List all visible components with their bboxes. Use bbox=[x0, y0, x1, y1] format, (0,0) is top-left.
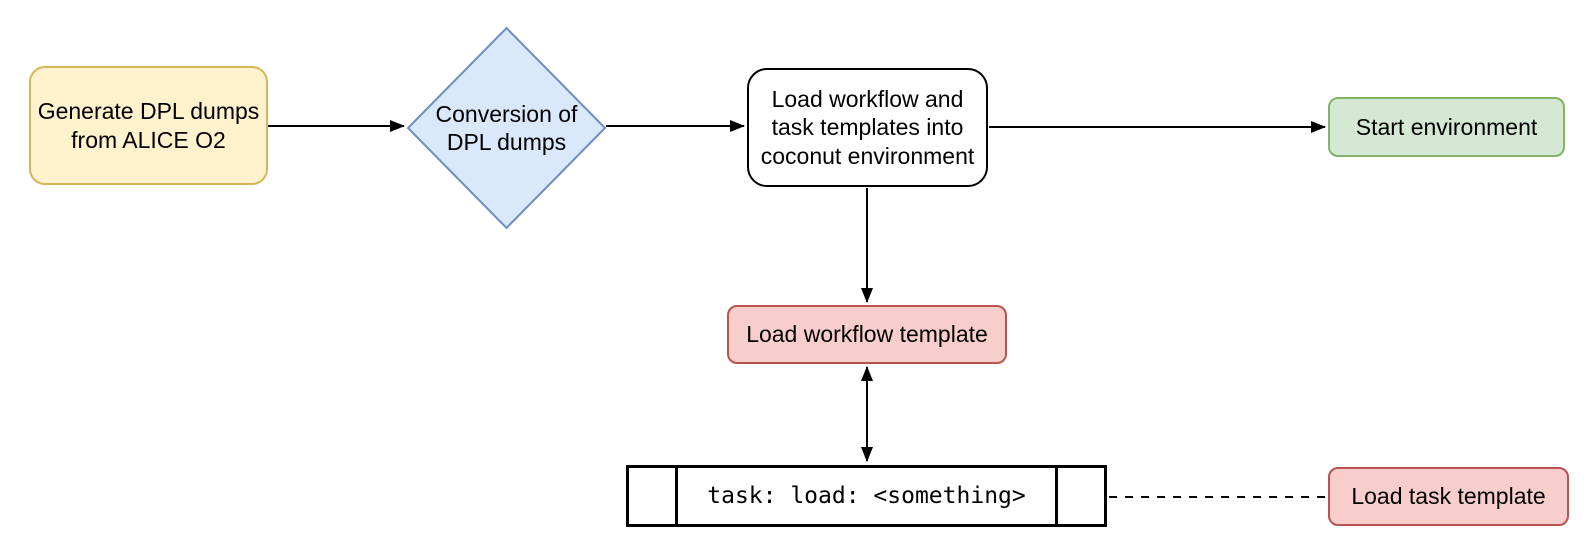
node-generate-dpl-dumps: Generate DPL dumps from ALICE O2 bbox=[29, 66, 268, 185]
node-load-task-template-label: Load task template bbox=[1351, 483, 1546, 510]
node-task-code-label: task: load: <something> bbox=[707, 482, 1026, 509]
node-generate-dpl-dumps-label: Generate DPL dumps from ALICE O2 bbox=[37, 98, 260, 153]
predefined-process-right-bar bbox=[1055, 468, 1058, 524]
node-load-workflow-template-label: Load workflow template bbox=[746, 321, 988, 348]
node-load-templates-label: Load workflow and task templates into co… bbox=[760, 86, 975, 169]
node-conversion-label: Conversion of DPL dumps bbox=[435, 100, 578, 155]
node-start-environment: Start environment bbox=[1328, 97, 1565, 157]
conversion-diamond-shape bbox=[406, 26, 607, 230]
node-load-task-template: Load task template bbox=[1328, 467, 1569, 526]
node-start-environment-label: Start environment bbox=[1355, 113, 1538, 140]
predefined-process-left-bar bbox=[675, 468, 678, 524]
node-conversion-of-dpl-dumps: Conversion of DPL dumps bbox=[415, 88, 598, 168]
node-load-workflow-template: Load workflow template bbox=[727, 305, 1007, 364]
node-load-workflow-and-task-templates: Load workflow and task templates into co… bbox=[747, 68, 988, 187]
node-task-load-something: task: load: <something> bbox=[626, 465, 1107, 527]
